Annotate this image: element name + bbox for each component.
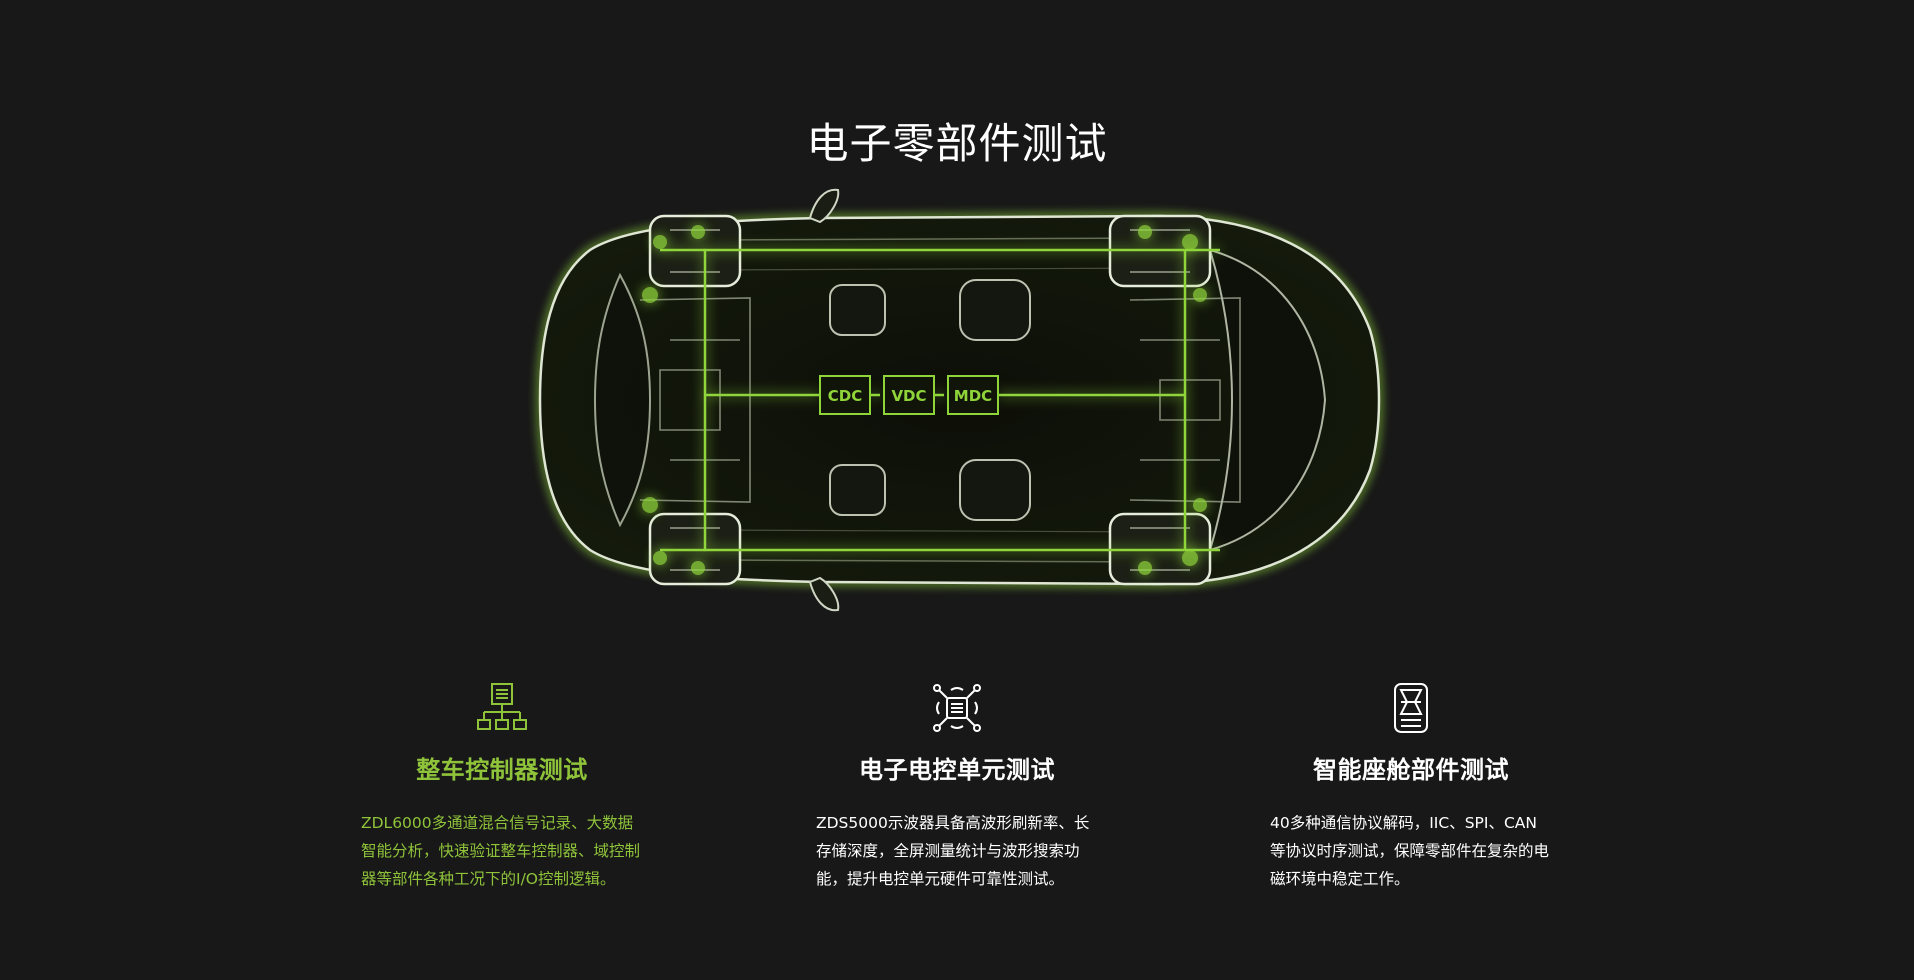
- module-vdc-label: VDC: [891, 387, 926, 405]
- chip-circuit-icon: [933, 684, 981, 732]
- feature-list: 整车控制器测试 ZDL6000多通道混合信号记录、大数据智能分析，快速验证整车控…: [0, 680, 1914, 940]
- network-hierarchy-icon: [477, 683, 527, 730]
- car-diagram: CDC VDC MDC: [520, 180, 1410, 620]
- car-xray-illustration: CDC VDC MDC: [534, 188, 1384, 612]
- feature-description: ZDS5000示波器具备高波形刷新率、长存储深度，全屏测量统计与波形搜索功能，提…: [816, 814, 1090, 888]
- feature-ecu[interactable]: 电子电控单元测试 ZDS5000示波器具备高波形刷新率、长存储深度，全屏测量统计…: [812, 680, 1102, 893]
- module-cdc-label: CDC: [828, 387, 862, 405]
- feature-description: 40多种通信协议解码，IIC、SPI、CAN等协议时序测试，保障零部件在复杂的电…: [1270, 814, 1550, 888]
- module-cdc: CDC: [819, 375, 871, 415]
- module-mdc: MDC: [947, 375, 999, 415]
- feature-description: ZDL6000多通道混合信号记录、大数据智能分析，快速验证整车控制器、域控制器等…: [361, 814, 641, 888]
- module-vdc: VDC: [883, 375, 935, 415]
- feature-vehicle-controller[interactable]: 整车控制器测试 ZDL6000多通道混合信号记录、大数据智能分析，快速验证整车控…: [357, 680, 647, 893]
- module-mdc-label: MDC: [954, 387, 992, 405]
- feature-title: 电子电控单元测试: [859, 756, 1055, 784]
- page-title: 电子零部件测试: [806, 119, 1108, 169]
- feature-title: 整车控制器测试: [416, 756, 588, 784]
- feature-title: 智能座舱部件测试: [1313, 756, 1509, 784]
- car-seat-icon: [1394, 683, 1428, 733]
- feature-smart-cockpit[interactable]: 智能座舱部件测试 40多种通信协议解码，IIC、SPI、CAN等协议时序测试，保…: [1266, 680, 1556, 893]
